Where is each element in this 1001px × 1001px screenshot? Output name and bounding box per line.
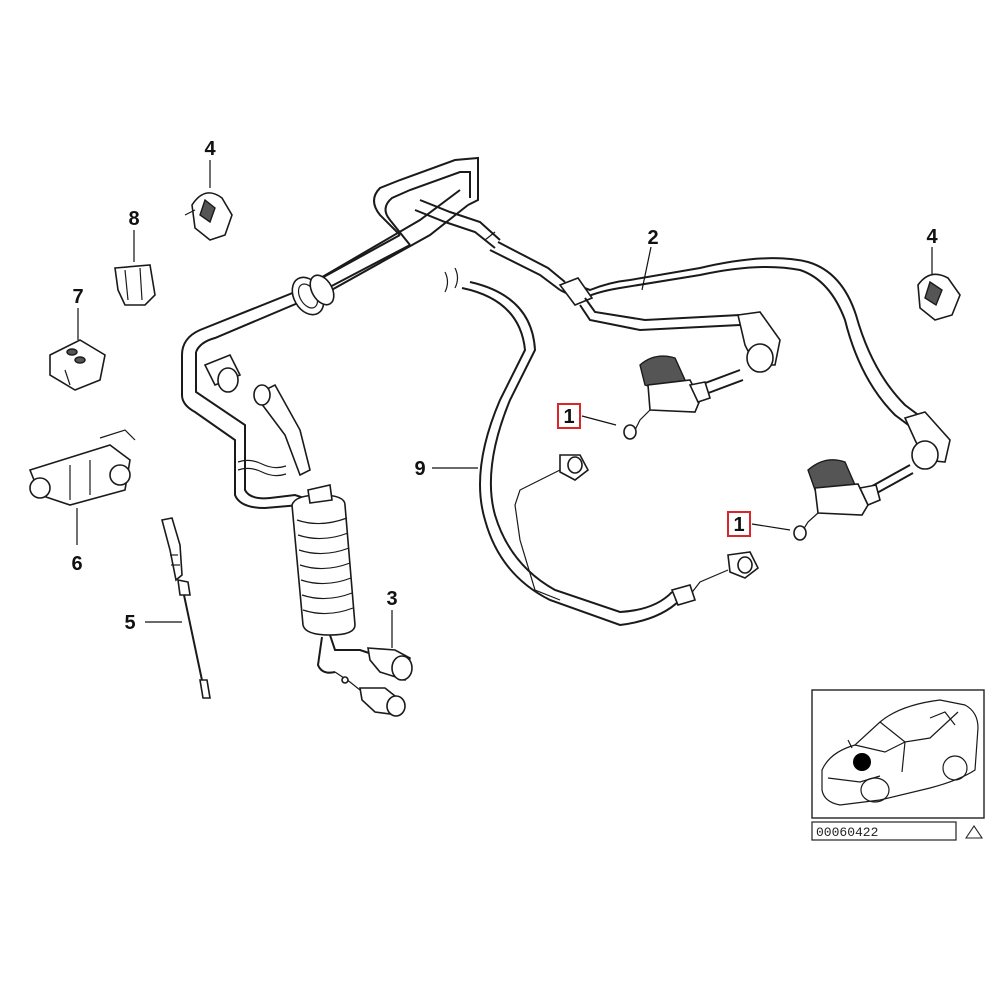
reference-number: 00060422 (816, 825, 878, 840)
callout-1-lower-box: 1 (727, 511, 751, 537)
callout-4-left: 4 (204, 138, 216, 160)
car-outline (821, 699, 979, 806)
clip-item-7 (49, 339, 106, 391)
hose-9-loop (461, 241, 681, 627)
connector-item-1-lower (670, 525, 807, 606)
location-marker (853, 753, 871, 771)
callout-1-lower: 1 (733, 514, 744, 536)
callout-3: 3 (386, 588, 397, 610)
washer-nozzle-lower (802, 459, 881, 531)
heater-probe-item-5 (161, 517, 211, 699)
callout-2: 2 (647, 227, 658, 249)
main-hose-assembly (181, 156, 501, 717)
callout-5: 5 (124, 612, 135, 634)
callout-9: 9 (414, 458, 425, 480)
callout-7: 7 (72, 286, 83, 308)
triangle-icon (964, 825, 984, 839)
vehicle-locator-inset: 00060422 (811, 689, 985, 841)
callout-4-right: 4 (926, 226, 938, 248)
hose-heater-element (291, 484, 356, 636)
hose-2 (558, 257, 951, 499)
hose-clip-item-4-left (184, 192, 233, 241)
callout-6: 6 (71, 553, 82, 575)
connector-item-1-upper (514, 424, 637, 601)
callout-1-upper-box: 1 (557, 403, 581, 429)
hose-clip-item-4-right (917, 273, 961, 321)
washer-nozzle-upper (634, 355, 711, 431)
bracket-item-6 (28, 429, 136, 506)
clip-item-8 (114, 264, 156, 306)
leader-lines (76, 160, 933, 648)
callout-1-upper: 1 (563, 406, 574, 428)
callout-8: 8 (128, 208, 139, 230)
